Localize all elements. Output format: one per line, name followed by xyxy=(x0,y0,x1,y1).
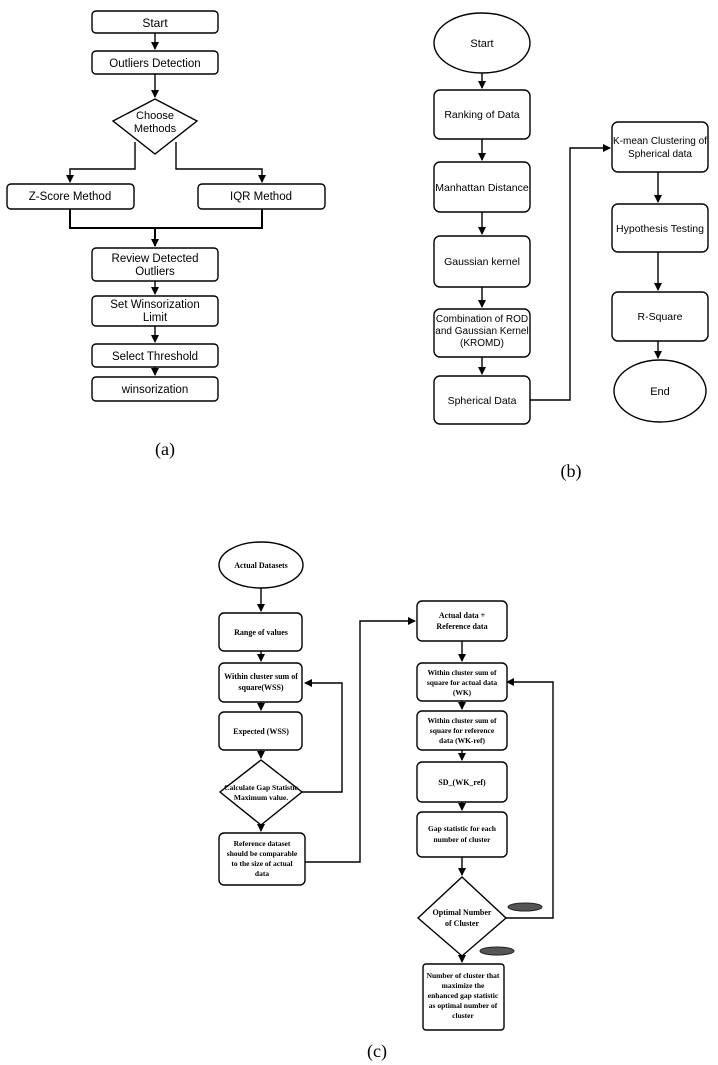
c-wss-box xyxy=(218,662,303,703)
c-marker-ellipse-1 xyxy=(507,902,543,912)
a-set-limit-label-2: Limit xyxy=(143,312,168,324)
c-gap-label-1: Gap statistic for each xyxy=(428,824,497,833)
a-iqr-box xyxy=(197,183,326,210)
c-gap-label-2: number of cluster xyxy=(434,835,492,844)
a-review-label-1: Review Detected xyxy=(112,253,199,265)
a-review-label-2: Outliers xyxy=(135,266,175,278)
c-actual-ref-label-2: Reference data xyxy=(436,622,487,631)
c-actual-ref-label-1: Actual data + xyxy=(439,611,486,620)
b-ranking-box xyxy=(433,89,531,140)
a-outliers-detection-box xyxy=(91,50,219,75)
a-zscore-label: Z-Score Method xyxy=(29,191,111,203)
c-marker-ellipse-2 xyxy=(479,946,515,956)
c-result-label-2: maximize the xyxy=(442,981,485,990)
b-kmean-label-1: K-mean Clustering of xyxy=(613,136,707,147)
c-result-box xyxy=(422,963,505,1031)
c-wss-label-2: square(WSS) xyxy=(238,683,284,692)
c-expected-label: Expected (WSS) xyxy=(233,727,289,736)
b-end-ellipse xyxy=(613,359,707,423)
c-range-label: Range of values xyxy=(234,628,288,637)
a-set-limit-label-1: Set Winsorization xyxy=(110,299,199,311)
a-winsorization-box xyxy=(91,376,219,402)
b-end-label: End xyxy=(650,386,670,398)
b-kmean-box xyxy=(611,121,709,173)
c-calculate-diamond xyxy=(218,759,304,826)
c-optimal-diamond xyxy=(416,876,508,957)
c-wk-box xyxy=(416,662,508,702)
a-select-threshold-label: Select Threshold xyxy=(112,351,198,363)
a-start-label: Start xyxy=(142,16,168,30)
b-spherical-box xyxy=(433,375,531,425)
c-calculate-label-2: Maximum value. xyxy=(234,793,288,802)
c-reference-label-3: to the size of actual xyxy=(231,859,292,868)
b-start-ellipse xyxy=(433,12,531,74)
a-caption: (a) xyxy=(155,439,175,460)
c-wss-label-1: Within cluster sum of xyxy=(224,672,298,681)
b-spherical-label: Spherical Data xyxy=(448,395,517,407)
b-manhattan-label: Manhattan Distance xyxy=(435,182,529,194)
a-review-box xyxy=(91,247,219,282)
b-kmean-label-2: Spherical data xyxy=(628,149,692,160)
a-choose-methods-diamond xyxy=(111,98,199,155)
c-wk-ref-box xyxy=(416,710,508,751)
c-reference-label-2: should be comparable xyxy=(227,849,298,858)
b-combination-label-1: Combination of ROD xyxy=(436,314,528,325)
b-rsquare-box xyxy=(611,291,709,342)
b-hypothesis-box xyxy=(611,203,709,253)
c-result-label-4: as optimal number of xyxy=(429,1001,498,1010)
c-caption: (c) xyxy=(367,1041,387,1062)
c-range-box xyxy=(218,612,303,652)
a-iqr-label: IQR Method xyxy=(230,191,292,203)
b-hypothesis-label: Hypothesis Testing xyxy=(616,223,704,235)
c-expected-box xyxy=(218,711,303,751)
b-gaussian-label: Gaussian kernel xyxy=(444,256,520,268)
c-actual-datasets-ellipse xyxy=(218,541,304,589)
c-actual-datasets-label: Actual Datasets xyxy=(234,561,288,570)
c-sd-box xyxy=(416,761,508,803)
b-ranking-label: Ranking of Data xyxy=(444,109,519,121)
c-wk-label-2: square for actual data xyxy=(427,678,498,687)
c-result-label-1: Number of cluster that xyxy=(427,971,500,980)
b-manhattan-box xyxy=(433,161,531,213)
c-actual-ref-box xyxy=(416,600,508,642)
b-combination-label-3: (KROMD) xyxy=(460,338,504,349)
c-wk-ref-label-1: Within cluster sum of xyxy=(427,716,497,725)
c-gap-box xyxy=(416,811,508,858)
b-caption: (b) xyxy=(561,461,582,482)
b-combination-box xyxy=(433,308,531,358)
a-choose-methods-label-1: Choose xyxy=(136,110,174,122)
a-outliers-detection-label: Outliers Detection xyxy=(109,58,200,70)
c-result-label-3: enhanced gap statistic xyxy=(428,991,499,1000)
a-start-box xyxy=(91,10,219,34)
b-gaussian-box xyxy=(433,235,531,288)
c-reference-label-1: Reference dataset xyxy=(234,839,291,848)
c-reference-box xyxy=(218,832,306,886)
c-optimal-label-2: of Cluster xyxy=(445,919,479,928)
panel-b: Start Ranking of Data Manhattan Distance… xyxy=(433,12,709,482)
c-wk-label-3: (WK) xyxy=(453,688,472,697)
c-wk-ref-label-2: square for reference xyxy=(430,726,495,735)
b-rsquare-label: R-Square xyxy=(638,311,683,323)
b-combination-label-2: and Gaussian Kernel xyxy=(435,326,528,337)
c-result-label-5: cluster xyxy=(452,1011,474,1020)
a-zscore-box xyxy=(6,183,135,210)
b-start-label: Start xyxy=(470,38,493,50)
panel-a: Start Outliers Detection Choose Methods … xyxy=(6,10,326,460)
c-calculate-label-1: Calculate Gap Statistic xyxy=(224,783,298,792)
c-reference-label-4: data xyxy=(255,869,269,878)
c-wk-label-1: Within cluster sum of xyxy=(427,668,497,677)
c-sd-label: SD_(WK_ref) xyxy=(438,778,486,787)
c-optimal-label-1: Optimal Number xyxy=(433,908,492,917)
a-select-threshold-box xyxy=(91,343,219,368)
a-winsorization-label: winsorization xyxy=(121,384,188,396)
panel-c: Actual Datasets Range of values Within c… xyxy=(218,541,554,1062)
a-choose-methods-label-2: Methods xyxy=(134,123,177,135)
a-set-limit-box xyxy=(91,295,219,327)
c-wk-ref-label-3: data (WK-ref) xyxy=(439,736,485,745)
